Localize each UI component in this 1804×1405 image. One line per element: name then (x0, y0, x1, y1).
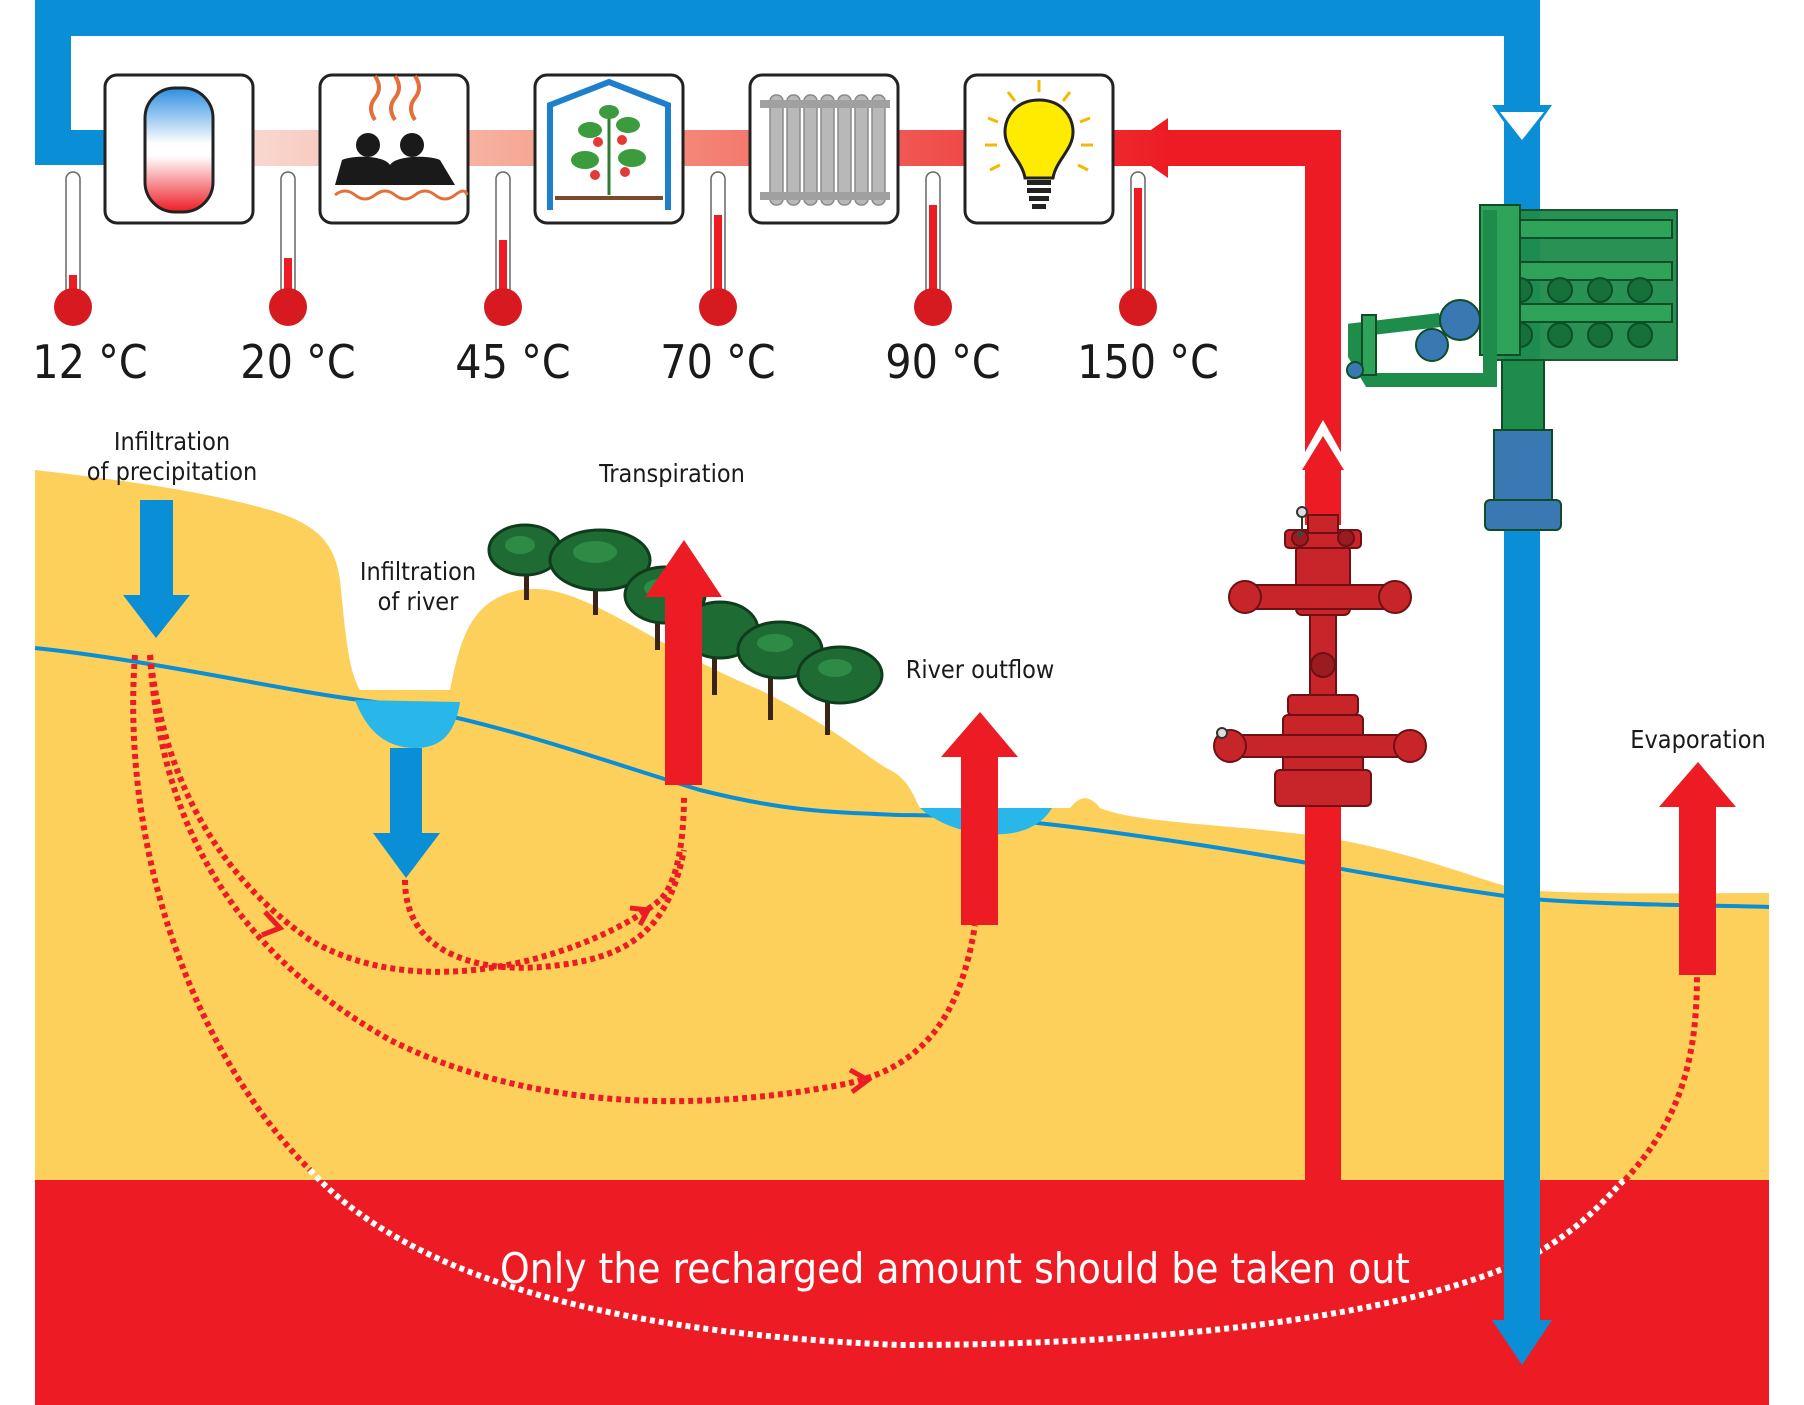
recharge-message: Only the recharged amount should be take… (500, 1244, 1410, 1293)
infiltration-river-label: Infiltration (360, 557, 476, 586)
wellhead-icon (1213, 506, 1427, 807)
infiltration-precipitation-label: of precipitation (87, 457, 257, 486)
infiltration-river-label: of river (378, 587, 459, 616)
greenhouse-icon (533, 73, 685, 225)
thermometer-12 (54, 171, 92, 326)
precipitation-to-transpiration-flow (147, 654, 687, 975)
temperature-labels: 12 °C 20 °C 45 °C 70 °C 90 °C 150 °C (32, 335, 1219, 389)
thermometer-150 (1119, 171, 1157, 326)
transpiration-arrow (645, 540, 722, 785)
river-outflow-label: River outflow (906, 655, 1055, 684)
heat-exchanger-icon (1346, 204, 1678, 531)
light-bulb-icon (963, 73, 1115, 225)
infiltration-precipitation-label: Infiltration (114, 427, 230, 456)
temp-label: 70 °C (660, 335, 775, 389)
deep-recharge-flow (130, 654, 313, 1173)
evaporation-label: Evaporation (1630, 725, 1765, 754)
infiltration-precipitation-arrow (123, 500, 190, 638)
evaporation-arrow (1659, 762, 1736, 975)
river-outflow-arrow (941, 712, 1018, 925)
thermometers (54, 171, 1157, 326)
river-to-transpiration-flow (402, 849, 687, 971)
spa-bath-icon (318, 73, 470, 225)
thermometer-45 (484, 171, 522, 326)
radiator-icon (748, 73, 900, 225)
thermometer-20 (269, 171, 307, 326)
flow-chevrons (261, 905, 873, 1094)
thermometer-90 (914, 171, 952, 326)
temp-label: 150 °C (1077, 335, 1219, 389)
storage-tank-icon (103, 73, 255, 225)
temp-label: 90 °C (885, 335, 1000, 389)
temp-label: 45 °C (455, 335, 570, 389)
usage-icons (103, 73, 1115, 225)
temp-label: 20 °C (240, 335, 355, 389)
infiltration-river-arrow (373, 748, 440, 878)
production-pipe (1125, 118, 1351, 1182)
hot-reservoir (35, 1180, 1769, 1405)
transpiration-label: Transpiration (598, 459, 745, 488)
temp-label: 12 °C (32, 335, 147, 389)
evaporation-flow (1622, 974, 1700, 1183)
thermometer-70 (699, 171, 737, 326)
river-pool (355, 700, 460, 748)
